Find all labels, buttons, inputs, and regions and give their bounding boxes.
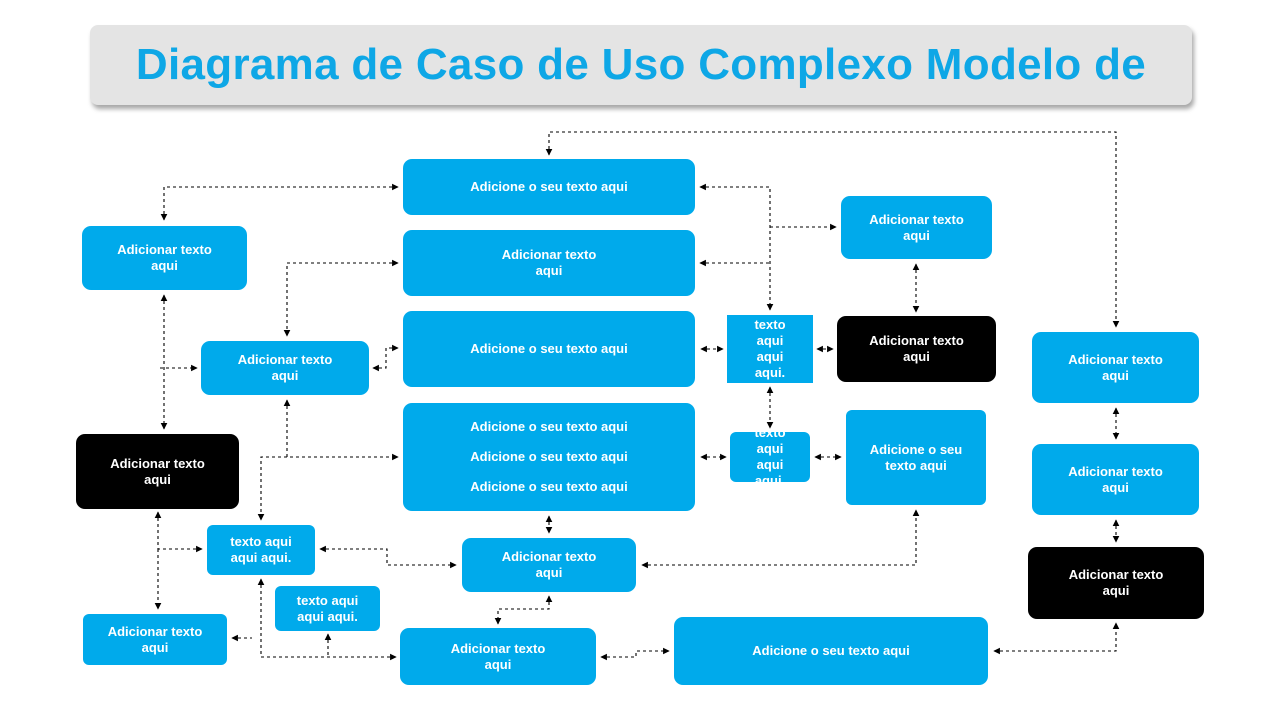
node-small-texto-1[interactable]: texto aqui aqui aqui. bbox=[207, 525, 315, 575]
connector bbox=[283, 399, 399, 461]
node-text: Adicionar texto bbox=[501, 549, 597, 564]
node-text: aqui bbox=[535, 263, 563, 278]
node-left-black[interactable]: Adicionar texto aqui bbox=[76, 434, 239, 509]
node-center-4[interactable]: Adicione o seu texto aqui Adicione o seu… bbox=[403, 403, 695, 511]
node-text: aqui bbox=[151, 258, 178, 273]
node-mid-texto-small[interactable]: texto aqui aqui aqui. bbox=[730, 432, 810, 482]
connector bbox=[283, 259, 399, 337]
node-text: aqui bbox=[141, 639, 169, 655]
node-right-black[interactable]: Adicionar texto aqui bbox=[837, 316, 996, 382]
connector bbox=[494, 595, 553, 625]
node-text: Adicione o seu bbox=[869, 441, 963, 457]
node-text: texto bbox=[754, 317, 786, 332]
node-left-top[interactable]: Adicionar texto aqui bbox=[82, 226, 247, 290]
node-right-mid[interactable]: Adicione o seu texto aqui bbox=[846, 410, 986, 505]
connector bbox=[545, 131, 1120, 328]
node-center-3[interactable]: Adicione o seu texto aqui bbox=[403, 311, 695, 387]
node-text: Adicionar texto bbox=[237, 352, 333, 367]
node-text: texto aqui bbox=[296, 592, 359, 608]
connector bbox=[160, 183, 399, 221]
node-top-center[interactable]: Adicione o seu texto aqui bbox=[403, 159, 695, 215]
node-text: aqui bbox=[484, 656, 512, 672]
connector bbox=[154, 511, 203, 553]
node-far-right-2[interactable]: Adicionar texto aqui bbox=[1032, 444, 1199, 515]
node-text: aqui bbox=[756, 349, 784, 364]
node-mid-texto-square[interactable]: texto aqui aqui aqui. bbox=[727, 315, 813, 383]
node-bottom-wide[interactable]: Adicione o seu texto aqui bbox=[674, 617, 988, 685]
connector bbox=[257, 456, 287, 521]
node-center-2[interactable]: Adicionar texto aqui bbox=[403, 230, 695, 296]
node-small-texto-2[interactable]: texto aqui aqui aqui. bbox=[275, 586, 380, 631]
node-text: aqui bbox=[756, 441, 784, 456]
node-left-bottom[interactable]: Adicionar texto aqui bbox=[83, 614, 227, 665]
connector bbox=[257, 578, 397, 661]
node-text: aqui bbox=[756, 333, 784, 348]
node-far-right-black[interactable]: Adicionar texto aqui bbox=[1028, 547, 1204, 619]
node-text: Adicione o seu texto aqui bbox=[470, 479, 628, 494]
node-text: aqui. bbox=[754, 473, 786, 482]
node-text: texto aqui bbox=[885, 457, 947, 473]
connector bbox=[699, 183, 774, 311]
node-text: Adicionar texto bbox=[110, 455, 205, 471]
node-text: Adicionar texto bbox=[1068, 351, 1163, 367]
connector bbox=[600, 647, 670, 661]
node-text: aqui bbox=[144, 471, 171, 487]
node-text: Adicionar texto bbox=[501, 247, 597, 262]
diagram-title: Diagrama de Caso de Uso Complexo Modelo … bbox=[135, 40, 1147, 89]
node-text: aqui bbox=[1102, 479, 1129, 495]
connector bbox=[993, 622, 1120, 655]
node-text: texto aqui bbox=[230, 534, 292, 549]
node-text: aqui bbox=[1102, 367, 1129, 383]
node-text: Adicionar texto bbox=[1068, 463, 1163, 479]
node-text: Adicione o seu texto aqui bbox=[470, 179, 628, 194]
node-text: texto bbox=[754, 432, 786, 440]
connector bbox=[372, 344, 399, 372]
node-text: Adicione o seu texto aqui bbox=[470, 419, 628, 434]
node-text: aqui bbox=[535, 565, 563, 580]
title-bar: Diagrama de Caso de Uso Complexo Modelo … bbox=[90, 25, 1192, 105]
node-text: Adicionar texto bbox=[107, 623, 203, 639]
node-text: Adicionar texto bbox=[117, 242, 212, 257]
node-text: Adicionar texto bbox=[869, 211, 964, 227]
node-text: aqui bbox=[903, 227, 930, 243]
node-text: aqui aqui. bbox=[297, 608, 358, 624]
node-text: aqui bbox=[1102, 583, 1130, 598]
node-text: Adicionar texto bbox=[450, 640, 546, 656]
node-bottom-center[interactable]: Adicionar texto aqui bbox=[400, 628, 596, 685]
node-text: aqui bbox=[271, 368, 299, 383]
node-left-mid[interactable]: Adicionar texto aqui bbox=[201, 341, 369, 395]
node-text: aqui bbox=[756, 457, 784, 472]
node-text: Adicionar texto bbox=[869, 333, 964, 348]
connector bbox=[641, 509, 920, 569]
node-text: Adicione o seu texto aqui bbox=[752, 643, 910, 658]
node-text: Adicione o seu texto aqui bbox=[470, 449, 628, 464]
node-text: aqui aqui. bbox=[230, 550, 292, 565]
connector bbox=[319, 545, 457, 569]
node-text: aqui bbox=[903, 349, 930, 364]
node-center-lower[interactable]: Adicionar texto aqui bbox=[462, 538, 636, 592]
node-far-right-1[interactable]: Adicionar texto aqui bbox=[1032, 332, 1199, 403]
node-text: aqui. bbox=[754, 365, 786, 380]
node-right-top[interactable]: Adicionar texto aqui bbox=[841, 196, 992, 259]
node-text: Adicionar texto bbox=[1068, 567, 1164, 582]
node-text: Adicione o seu texto aqui bbox=[470, 341, 628, 356]
